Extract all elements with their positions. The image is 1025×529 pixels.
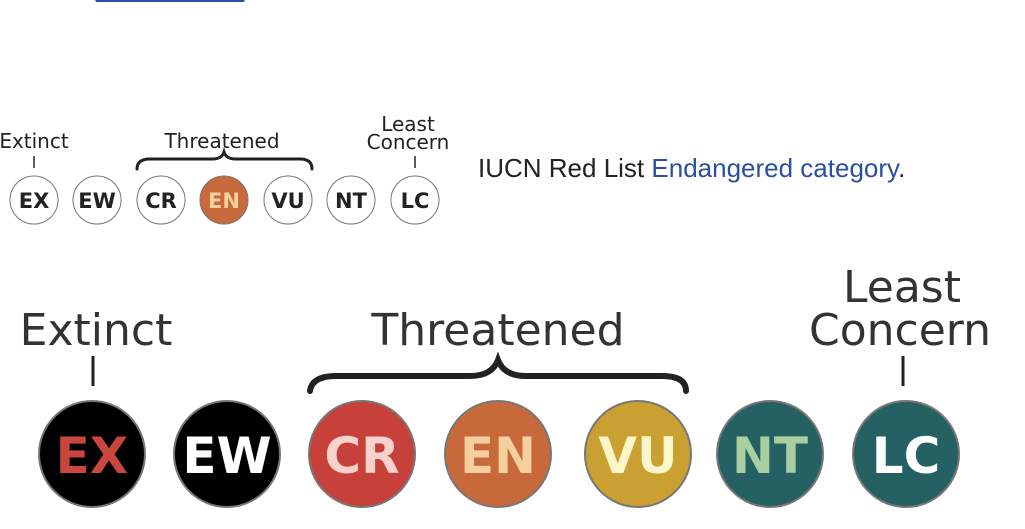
- small-badge-lc-label: LC: [401, 189, 430, 213]
- small-badge-ew-label: EW: [78, 189, 116, 213]
- small-badge-nt-label: NT: [335, 189, 368, 213]
- large-badge-ex-label: EX: [56, 427, 129, 485]
- large-status-scale: Extinct Threatened Least Concern EX EW C…: [20, 262, 991, 508]
- small-badge-en-label: EN: [208, 189, 240, 213]
- large-badge-vu-label: VU: [598, 427, 677, 485]
- large-badge-cr-label: CR: [324, 427, 399, 485]
- large-label-threatened: Threatened: [370, 305, 624, 356]
- top-cropped-heading-fragment: [95, 0, 245, 2]
- status-caption: IUCN Red List Endangered category.: [478, 153, 905, 184]
- small-badge-en-fill: [199, 175, 249, 225]
- small-badge-en-highlighted: EN: [199, 175, 249, 225]
- large-badge-vu: VU: [584, 400, 692, 508]
- small-label-threatened: Threatened: [163, 129, 279, 153]
- small-badge-ew: EW: [72, 175, 122, 225]
- large-badge-ew-label: EW: [182, 427, 271, 485]
- large-badge-cr: CR: [308, 400, 416, 508]
- large-badge-lc: LC: [852, 400, 960, 508]
- large-threatened-brace: [307, 351, 689, 394]
- small-badge-vu-label: VU: [271, 189, 304, 213]
- large-label-extinct: Extinct: [20, 305, 173, 356]
- caption-suffix: .: [898, 153, 906, 183]
- caption-prefix: IUCN Red List: [478, 153, 652, 183]
- endangered-category-link[interactable]: Endangered category: [651, 153, 899, 183]
- small-badge-cr-label: CR: [145, 189, 177, 213]
- large-badge-en: EN: [444, 400, 552, 508]
- small-badge-ex-label: EX: [19, 189, 50, 213]
- cropped-text-descenders: [95, 0, 245, 2]
- large-label-least: Least: [843, 262, 961, 313]
- large-badge-lc-label: LC: [872, 427, 941, 485]
- small-threatened-brace: [135, 146, 314, 171]
- large-label-concern: Concern: [809, 305, 991, 356]
- large-badge-nt-label: NT: [732, 427, 808, 485]
- small-badge-lc: LC: [390, 175, 440, 225]
- small-label-concern: Concern: [367, 130, 450, 154]
- small-label-extinct: Extinct: [0, 129, 69, 153]
- small-badge-ex: EX: [9, 175, 59, 225]
- large-badge-nt: NT: [716, 400, 824, 508]
- small-status-scale: Extinct Threatened Least Concern EX EW C…: [0, 112, 450, 225]
- small-badge-vu: VU: [263, 175, 313, 225]
- large-badge-ex: EX: [38, 400, 146, 508]
- large-badge-en-label: EN: [460, 427, 536, 485]
- small-badge-nt: NT: [326, 175, 376, 225]
- small-label-least: Least: [381, 112, 435, 136]
- large-badge-ew: EW: [173, 400, 281, 508]
- small-badge-cr: CR: [136, 175, 186, 225]
